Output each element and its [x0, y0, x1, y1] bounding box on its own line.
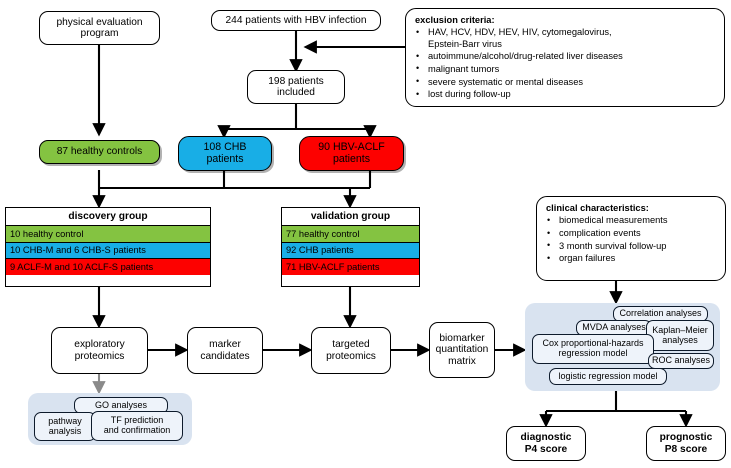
diagnostic-line1: diagnostic [520, 432, 572, 444]
biomarker-line3: matrix [448, 355, 476, 367]
exploratory-line2: proteomics [74, 350, 125, 362]
minibox-roc-analyses[interactable]: ROC analyses [648, 353, 714, 369]
node-exploratory-proteomics[interactable]: exploratory proteomics [51, 327, 148, 374]
validation-group-header: validation group [282, 208, 419, 226]
exclusion-item-0-line2: Epstein-Barr virus [428, 38, 502, 49]
node-exclusion-criteria[interactable]: exclusion criteria: HAV, HCV, HDV, HEV, … [405, 8, 725, 107]
prognostic-line2: P8 score [664, 443, 708, 455]
minibox-cox-regression-model[interactable]: Cox proportional-hazards regression mode… [532, 334, 654, 364]
pathway-line1: pathway [48, 415, 82, 426]
roc-label: ROC analyses [651, 355, 711, 366]
group-validation[interactable]: validation group 77 healthy control 92 C… [281, 207, 420, 287]
node-marker-candidates[interactable]: marker candidates [187, 327, 263, 374]
healthy-controls-label: 87 healthy controls [56, 146, 143, 158]
biomarker-line2: quantitation [435, 344, 489, 356]
exclusion-item-0: HAV, HCV, HDV, HEV, HIV, cytomegalovirus… [415, 27, 623, 49]
node-244-patients-hbv[interactable]: 244 patients with HBV infection [211, 10, 381, 31]
node-90-hbv-aclf-patients[interactable]: 90 HBV-ACLF patients [299, 136, 404, 171]
exploratory-line1: exploratory [74, 339, 125, 351]
targeted-line1: targeted [332, 339, 370, 351]
group-discovery[interactable]: discovery group 10 healthy control 10 CH… [5, 207, 211, 287]
validation-row-chb: 92 CHB patients [282, 241, 419, 259]
kaplan-meier-line2: analyses [662, 334, 698, 345]
correlation-label: Correlation analyses [619, 308, 702, 319]
node-87-healthy-controls[interactable]: 87 healthy controls [39, 140, 160, 164]
targeted-line2: proteomics [326, 350, 376, 362]
chb-patients-line1: 108 CHB [203, 140, 247, 153]
exclusion-item-2: malignant tumors [415, 63, 623, 75]
discovery-group-header: discovery group [6, 208, 210, 226]
validation-row-healthy: 77 healthy control [282, 225, 419, 242]
node-physical-evaluation-program[interactable]: physical evaluation program [39, 11, 160, 45]
exclusion-item-4: lost during follow-up [415, 89, 623, 100]
clinical-item-1: complication events [546, 228, 668, 239]
node-prognostic-p8-score[interactable]: prognostic P8 score [646, 426, 726, 461]
diagnostic-line2: P4 score [524, 443, 568, 455]
biomarker-line1: biomarker [439, 332, 485, 344]
node-108-chb-patients[interactable]: 108 CHB patients [178, 136, 272, 171]
patients-included-line1: 198 patients [268, 75, 324, 87]
marker-line2: candidates [200, 350, 250, 362]
minibox-logistic-regression-model[interactable]: logistic regression model [549, 368, 667, 385]
exclusion-item-1: autoimmune/alcohol/drug-related liver di… [415, 51, 623, 62]
clinical-item-0: biomedical measurements [546, 215, 668, 226]
chb-patients-line2: patients [206, 152, 244, 165]
logistic-label: logistic regression model [558, 370, 658, 381]
aclf-patients-line1: 90 HBV-ACLF [318, 140, 385, 153]
marker-line1: marker [209, 339, 241, 351]
validation-row-aclf: 71 HBV-ACLF patients [282, 258, 419, 275]
clinical-characteristics-list: biomedical measurements complication eve… [546, 215, 668, 266]
patients-included-line2: included [277, 87, 315, 98]
mvda-label: MVDA analyses [582, 322, 646, 333]
exclusion-criteria-list: HAV, HCV, HDV, HEV, HIV, cytomegalovirus… [415, 27, 623, 101]
cox-line2: regression model [558, 348, 628, 358]
minibox-kaplan-meier-analyses[interactable]: Kaplan–Meier analyses [646, 320, 714, 351]
go-analyses-label: GO analyses [94, 399, 148, 410]
patients-hbv-label: 244 patients with HBV infection [225, 14, 367, 26]
discovery-row-chb: 10 CHB-M and 6 CHB-S patients [6, 241, 210, 259]
exclusion-criteria-header: exclusion criteria: [415, 15, 495, 25]
physical-evaluation-line1: physical evaluation [56, 16, 143, 28]
exclusion-item-0-line1: HAV, HCV, HDV, HEV, HIV, cytomegalovirus… [428, 27, 612, 38]
physical-evaluation-line2: program [80, 28, 119, 39]
aclf-patients-line2: patients [332, 152, 371, 165]
cox-line1: Cox proportional-hazards [542, 338, 644, 349]
pathway-line2: analysis [48, 425, 82, 436]
exclusion-item-3: severe systematic or mental diseases [415, 76, 623, 88]
node-diagnostic-p4-score[interactable]: diagnostic P4 score [506, 426, 586, 461]
clinical-characteristics-header: clinical characteristics: [546, 203, 649, 213]
node-targeted-proteomics[interactable]: targeted proteomics [311, 327, 391, 374]
discovery-row-healthy: 10 healthy control [6, 225, 210, 242]
minibox-tf-prediction[interactable]: TF prediction and confirmation [91, 411, 183, 441]
minibox-pathway-analysis[interactable]: pathway analysis [34, 412, 96, 441]
node-biomarker-quantitation-matrix[interactable]: biomarker quantitation matrix [429, 322, 495, 378]
kaplan-meier-line1: Kaplan–Meier [652, 324, 708, 335]
discovery-row-aclf: 9 ACLF-M and 10 ACLF-S patients [6, 258, 210, 275]
node-clinical-characteristics[interactable]: clinical characteristics: biomedical mea… [536, 196, 726, 281]
tf-line2: and confirmation [103, 425, 171, 435]
clinical-item-2: 3 month survival follow-up [546, 240, 668, 252]
prognostic-line1: prognostic [659, 432, 713, 444]
tf-line1: TF prediction [110, 415, 164, 426]
clinical-item-3: organ failures [546, 253, 668, 264]
node-198-patients-included[interactable]: 198 patients included [247, 70, 345, 104]
